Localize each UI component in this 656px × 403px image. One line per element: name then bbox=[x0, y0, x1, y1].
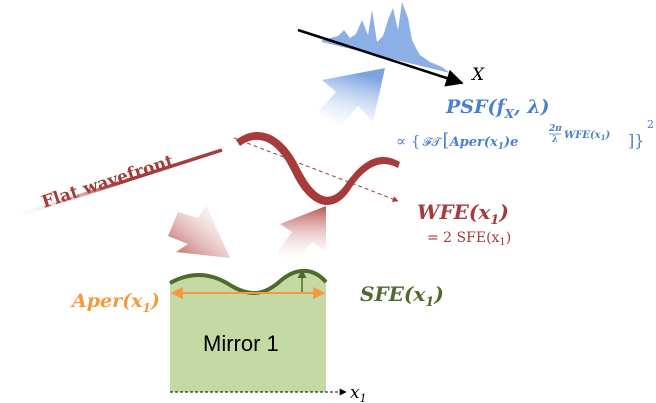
psf-plot: X bbox=[297, 2, 485, 87]
reflected-red-arrow bbox=[276, 206, 326, 262]
wfe-eq-text: = 2 SFE(x bbox=[427, 230, 500, 246]
svg-text:SFE(x1): SFE(x1) bbox=[360, 282, 444, 310]
wfe-text: WFE(x bbox=[417, 200, 491, 224]
blue-up-arrow bbox=[318, 68, 385, 126]
x-axis-label: X bbox=[470, 65, 485, 85]
flat-wavefront: Flat wavefront bbox=[9, 148, 223, 220]
psf-tail: , λ) bbox=[513, 96, 550, 118]
svg-text:PSF(fX, λ): PSF(fX, λ) bbox=[445, 96, 550, 121]
mirror: Mirror 1 bbox=[169, 268, 328, 392]
prop-close: ]} bbox=[628, 131, 644, 150]
prop-aper-sub: 1 bbox=[498, 142, 504, 152]
wfe-eq-sub: 1 bbox=[499, 237, 505, 248]
proportional-prefix: ∝ { bbox=[396, 132, 420, 150]
x1-axis: x1 bbox=[170, 383, 367, 403]
psf-subscript: X bbox=[504, 107, 515, 121]
psf-label: PSF(f bbox=[445, 96, 507, 118]
wfe-wave-curve bbox=[236, 132, 400, 205]
aper-text: Aper(x bbox=[70, 290, 143, 312]
prop-exp-denom: λ bbox=[551, 135, 558, 145]
flat-wavefront-label: Flat wavefront bbox=[39, 151, 176, 213]
sfe-text: SFE(x bbox=[360, 282, 426, 306]
wfe-label: WFE(x1) = 2 SFE(x1) bbox=[417, 200, 511, 248]
prop-wfe: WFE(x bbox=[564, 130, 602, 141]
svg-text:Aper(x1): Aper(x1) bbox=[70, 290, 160, 315]
svg-text:= 2 SFE(x1): = 2 SFE(x1) bbox=[427, 230, 511, 248]
psf-spectrum bbox=[322, 2, 450, 73]
x1-sub: 1 bbox=[360, 392, 367, 403]
svg-text:x1: x1 bbox=[350, 383, 367, 403]
sfe-close: ) bbox=[433, 282, 443, 306]
svg-text:WFE(x1): WFE(x1) bbox=[564, 130, 611, 142]
fourier-transform-symbol: 𝓕𝓣 bbox=[422, 135, 442, 149]
prop-wfe-close: ) bbox=[605, 130, 611, 141]
prop-wfe-sub: 1 bbox=[601, 133, 606, 142]
prop-exp-numer: 2π bbox=[548, 124, 562, 134]
x-axis-line bbox=[297, 28, 464, 87]
mirror-label: Mirror 1 bbox=[203, 331, 279, 356]
aper-close: ) bbox=[150, 290, 160, 312]
aper-sub: 1 bbox=[142, 301, 150, 315]
svg-text:WFE(x1): WFE(x1) bbox=[417, 200, 509, 228]
svg-text:∝ {𝓕𝓣[Aper(x1)e: ∝ {𝓕𝓣[Aper(x1)e bbox=[396, 130, 518, 152]
wfe-dashed-arrow bbox=[233, 137, 399, 202]
prop-square: 2 bbox=[647, 118, 654, 131]
mirror-body bbox=[170, 270, 326, 392]
wfe-sub: 1 bbox=[490, 213, 499, 228]
incident-red-arrow bbox=[168, 205, 230, 258]
x1-label: x bbox=[350, 383, 360, 403]
wfe-close: ) bbox=[498, 200, 508, 224]
wfe-eq-close: ) bbox=[506, 230, 511, 246]
wfe-wave bbox=[233, 132, 400, 205]
prop-aper: Aper(x bbox=[448, 135, 498, 150]
prop-e: )e bbox=[503, 135, 518, 150]
flat-wavefront-line bbox=[9, 148, 223, 220]
psf-formula: PSF(fX, λ) ∝ {𝓕𝓣[Aper(x1)e 2π λ WFE(x1) … bbox=[396, 96, 654, 152]
sfe-sub: 1 bbox=[425, 295, 434, 310]
